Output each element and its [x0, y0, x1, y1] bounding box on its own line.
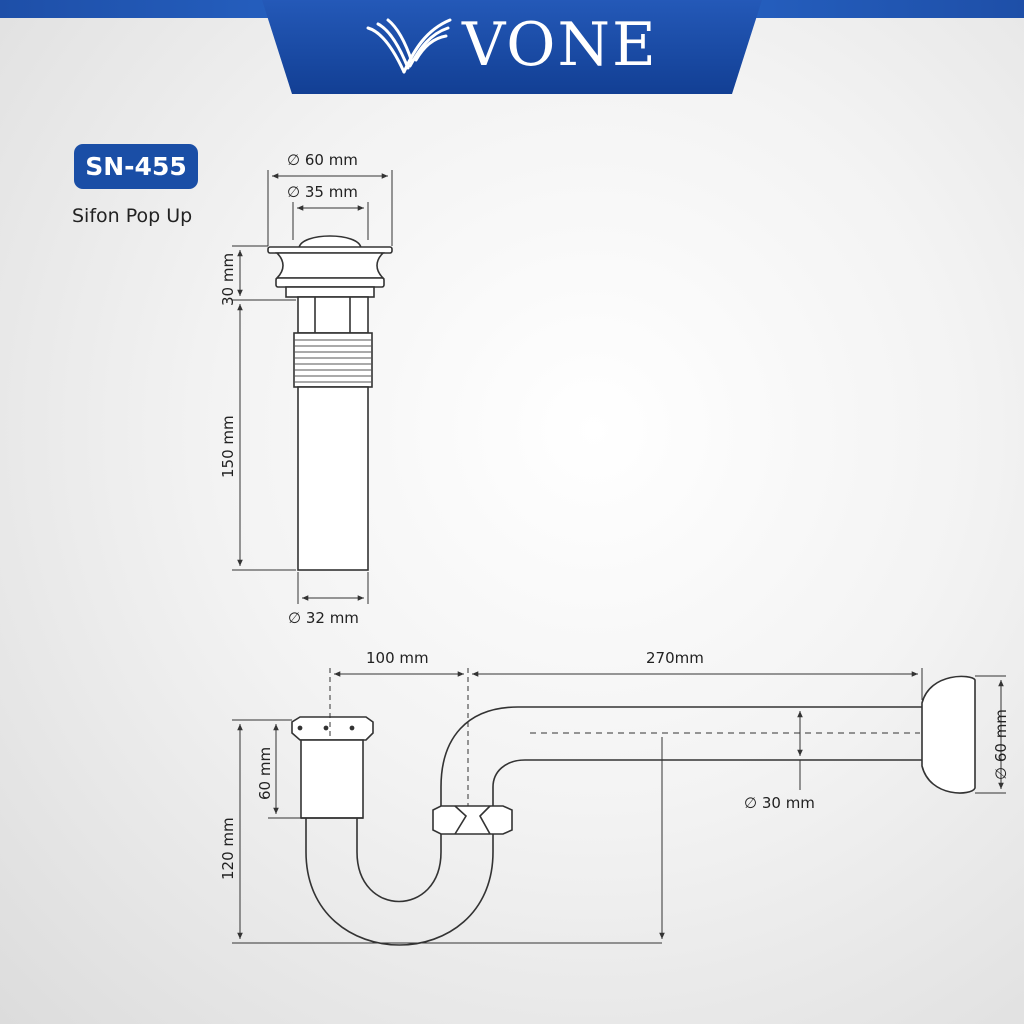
product-name: Sifon Pop Up	[72, 205, 193, 227]
dim-pipe-length: 150 mm	[219, 415, 237, 478]
dim-flange-dia: ∅ 60 mm	[992, 709, 1010, 780]
trap-dimension-lines	[232, 668, 1006, 944]
model-badge: SN-455	[74, 144, 198, 189]
dim-trap-height: 120 mm	[219, 817, 237, 880]
dim-pipe-dia: ∅ 32 mm	[288, 609, 359, 627]
dim-inlet-height: 60 mm	[256, 747, 274, 800]
logo-banner	[262, 0, 762, 94]
thread-lines	[294, 339, 372, 383]
dim-outlet-dia: ∅ 30 mm	[744, 794, 815, 812]
brand-name: VONE	[462, 10, 658, 80]
dim-top-outer-dia: ∅ 60 mm	[287, 151, 358, 169]
dim-head-height: 30 mm	[219, 253, 237, 306]
dim-outlet-length: 270mm	[646, 649, 704, 667]
p-trap-drawing	[291, 675, 976, 946]
popup-drain-drawing	[267, 235, 393, 571]
dim-top-inner-dia: ∅ 35 mm	[287, 183, 358, 201]
vone-logo-icon	[366, 18, 452, 74]
dim-trap-width: 100 mm	[366, 649, 429, 667]
popup-dimension-lines	[232, 170, 393, 604]
